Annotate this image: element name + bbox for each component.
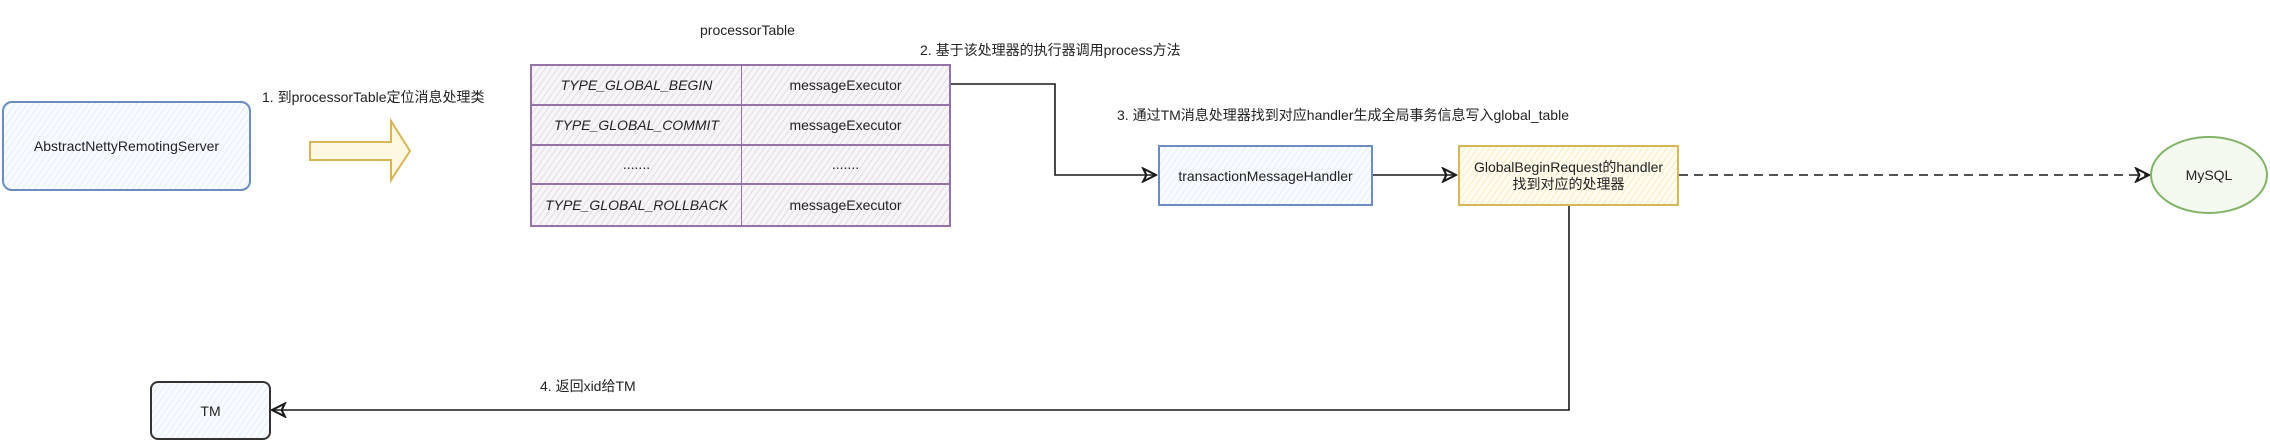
edge-table-to-handler <box>951 83 1156 175</box>
tm-node[interactable]: TM <box>150 381 271 440</box>
big-right-arrow <box>309 117 412 184</box>
step3-label: 3. 通过TM消息处理器找到对应handler生成全局事务信息写入global_… <box>1117 107 1569 123</box>
table-key-cell: TYPE_GLOBAL_BEGIN <box>532 66 742 106</box>
global-begin-handler-node[interactable]: GlobalBeginRequest的handler 找到对应的处理器 <box>1458 145 1679 206</box>
table-key-cell: TYPE_GLOBAL_COMMIT <box>532 105 742 146</box>
transaction-message-handler-node[interactable]: transactionMessageHandler <box>1158 145 1373 206</box>
global-handler-line2: 找到对应的处理器 <box>1512 175 1625 192</box>
table-key-cell: ....... <box>532 145 742 186</box>
table-value-cell: messageExecutor <box>789 197 902 214</box>
global-handler-line1: GlobalBeginRequest的handler <box>1473 158 1664 175</box>
mysql-node[interactable]: MySQL <box>2151 137 2267 213</box>
table-value-cell: messageExecutor <box>742 66 949 106</box>
step2-label: 2. 基于该处理器的执行器调用process方法 <box>920 42 1181 58</box>
step1-label: 1. 到processorTable定位消息处理类 <box>262 89 485 105</box>
tm-node-label: TM <box>200 402 221 419</box>
mysql-ellipse <box>2150 136 2268 214</box>
table-value-cell: ....... <box>742 146 949 186</box>
processor-table: TYPE_GLOBAL_BEGIN messageExecutor TYPE_G… <box>530 64 951 227</box>
handler-node-label: transactionMessageHandler <box>1178 167 1353 184</box>
edge-global-to-tm <box>272 206 1570 410</box>
table-key-cell: TYPE_GLOBAL_ROLLBACK <box>532 185 742 225</box>
table-title: processorTable <box>700 22 795 38</box>
server-node-label: AbstractNettyRemotingServer <box>33 138 220 154</box>
step4-label: 4. 返回xid给TM <box>540 378 636 394</box>
mysql-label: MySQL <box>2185 167 2233 183</box>
server-node[interactable]: AbstractNettyRemotingServer <box>2 101 251 191</box>
table-value-cell: messageExecutor <box>742 106 949 146</box>
